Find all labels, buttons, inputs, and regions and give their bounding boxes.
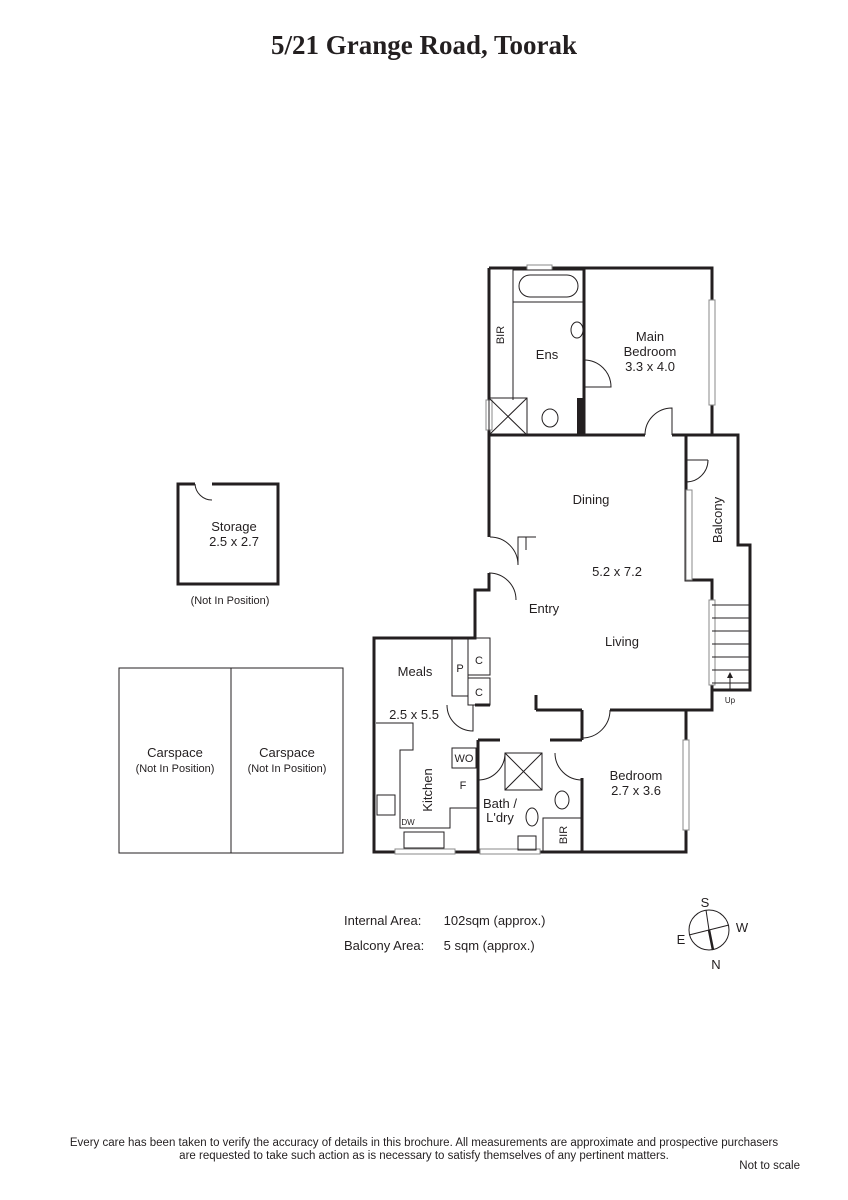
stairs: Up	[712, 604, 750, 705]
disclaimer-line-1: Every care has been taken to verify the …	[69, 1137, 779, 1149]
apartment-walls	[372, 266, 752, 854]
internal-area-value: 102sqm (approx.)	[443, 913, 546, 928]
living-label: Living	[605, 634, 639, 649]
disclaimer: Every care has been taken to verify the …	[0, 1137, 848, 1163]
carspace-2-label: Carspace	[259, 745, 315, 760]
compass-west: W	[736, 920, 749, 935]
compass-north: N	[711, 957, 720, 972]
carspace-2-note: (Not In Position)	[248, 763, 327, 775]
internal-area-label: Internal Area:	[344, 913, 422, 928]
bedroom-label: Bedroom	[610, 768, 663, 783]
bir-main-label: BIR	[495, 326, 507, 344]
storage-dimensions: 2.5 x 2.7	[209, 534, 259, 549]
windows	[394, 264, 716, 855]
balcony-area-label: Balcony Area:	[344, 938, 425, 953]
balcony-area-value: 5 sqm (approx.)	[443, 938, 535, 953]
pantry-label: P	[456, 663, 463, 675]
disclaimer-line-2: are requested to take such action as is …	[179, 1150, 669, 1162]
main-bedroom-dimensions: 3.3 x 4.0	[625, 359, 675, 374]
not-to-scale: Not to scale	[739, 1160, 800, 1172]
stairs-up-label: Up	[725, 696, 736, 705]
entry-label: Entry	[529, 601, 560, 616]
meals-dimensions: 2.5 x 5.5	[389, 707, 439, 722]
bath-label: Bath /	[483, 796, 517, 811]
dishwasher-label: DW	[401, 818, 415, 827]
ensuite-label: Ens	[536, 347, 559, 362]
carspace-1-note: (Not In Position)	[136, 763, 215, 775]
bir-bedroom-label: BIR	[558, 826, 570, 844]
carspaces: Carspace (Not In Position) Carspace (Not…	[118, 667, 344, 854]
compass-south: S	[701, 895, 710, 910]
compass: S W E N	[677, 895, 749, 972]
dining-label: Dining	[573, 492, 610, 507]
living-dimensions: 5.2 x 7.2	[592, 564, 642, 579]
fridge-label: F	[460, 780, 467, 792]
balcony-label: Balcony	[710, 496, 725, 543]
cupboard-2-label: C	[475, 687, 483, 699]
storage-note: (Not In Position)	[191, 595, 270, 607]
compass-east: E	[677, 932, 686, 947]
carspace-1-label: Carspace	[147, 745, 203, 760]
page-title: 5/21 Grange Road, Toorak	[270, 30, 578, 60]
area-summary: Internal Area: 102sqm (approx.) Balcony …	[344, 908, 546, 958]
laundry-label: L'dry	[486, 810, 514, 825]
cupboard-1-label: C	[475, 655, 483, 667]
main-bedroom-label: Main	[636, 329, 664, 344]
kitchen-label: Kitchen	[420, 768, 435, 811]
bedroom-dimensions: 2.7 x 3.6	[611, 783, 661, 798]
main-bedroom-label-2: Bedroom	[624, 344, 677, 359]
wall-oven-label: WO	[455, 753, 474, 765]
fixtures: Up	[376, 268, 750, 853]
storage-label: Storage	[211, 519, 257, 534]
room-labels: BIR Ens Main Bedroom 3.3 x 4.0 Dining 5.…	[389, 326, 725, 844]
storage-room: Storage 2.5 x 2.7 (Not In Position)	[176, 482, 280, 607]
meals-label: Meals	[398, 664, 433, 679]
